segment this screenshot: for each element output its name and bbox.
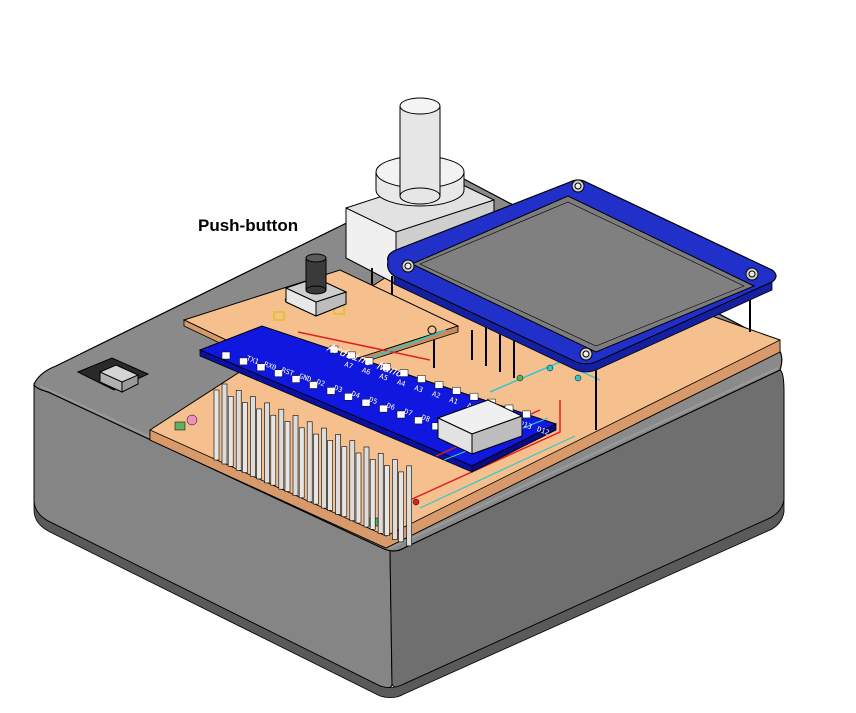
pin-label: A1 — [448, 396, 459, 406]
header-pin — [227, 389, 242, 471]
pin-label: D12 — [536, 425, 551, 437]
pin-pad — [361, 398, 371, 407]
pin-pad — [396, 410, 406, 419]
pin-label: D6 — [385, 402, 396, 412]
slide-switch-icon — [76, 357, 150, 393]
pin-label: A4 — [396, 378, 407, 388]
usb-connector — [436, 399, 524, 455]
header-pin — [341, 440, 356, 522]
pin-pad — [399, 369, 409, 377]
header-pin — [242, 396, 256, 477]
pin-pad — [379, 404, 388, 413]
pin-pad — [329, 345, 339, 354]
pin-pad — [364, 357, 374, 366]
pin-label: A6 — [361, 366, 372, 376]
pin-pad — [434, 381, 444, 389]
display-module — [387, 179, 777, 430]
pin-label: D2 — [315, 378, 326, 388]
pin-pad — [417, 375, 426, 383]
pin-label: D3 — [333, 384, 344, 394]
pin-pad — [239, 357, 248, 366]
pin-label: D7 — [403, 407, 414, 417]
header-pin — [298, 421, 313, 503]
pin-label: RX0 — [263, 360, 278, 372]
pin-pad — [347, 351, 356, 360]
pin-pad — [221, 351, 231, 360]
pin-pad — [291, 375, 301, 383]
push-button-callout: Push-button — [198, 216, 299, 235]
pin-label: D4 — [350, 390, 361, 400]
pin-label: TX1 — [245, 354, 260, 366]
header-pin — [369, 452, 384, 534]
pin-label: A7 — [343, 360, 354, 370]
pin-pad — [469, 392, 479, 401]
header-pin — [270, 408, 285, 490]
pin-pad — [274, 369, 283, 377]
pin-label: GND — [298, 372, 313, 384]
header-pin — [256, 402, 270, 484]
pin-pad — [414, 416, 423, 425]
pin-label: D5 — [368, 396, 379, 406]
header-pin — [213, 383, 228, 465]
pin-label: D13 — [518, 419, 533, 431]
pin-pad — [309, 381, 318, 389]
push-button-icon — [284, 253, 348, 317]
pin-pad — [256, 363, 266, 372]
pin-label: D8 — [420, 413, 431, 423]
header-pin — [313, 427, 327, 509]
header-pin — [284, 415, 299, 496]
header-pin — [327, 434, 341, 515]
header-pin — [384, 459, 398, 540]
arduino-nano-board: Arduino Nano TX1RX0RSTGNDD2D3D4D5D6D7D8D… — [198, 325, 558, 473]
pin-label: A5 — [378, 372, 389, 382]
pin-pad — [326, 387, 336, 395]
pin-pad — [452, 387, 461, 395]
pin-pad — [344, 393, 353, 401]
pin-pad — [522, 410, 531, 419]
pin-label: A3 — [413, 384, 424, 394]
pin-pad — [382, 363, 391, 371]
header-pins — [213, 383, 412, 547]
header-pin — [355, 446, 370, 528]
header-pin — [398, 465, 412, 547]
pin-label: A2 — [431, 390, 442, 400]
